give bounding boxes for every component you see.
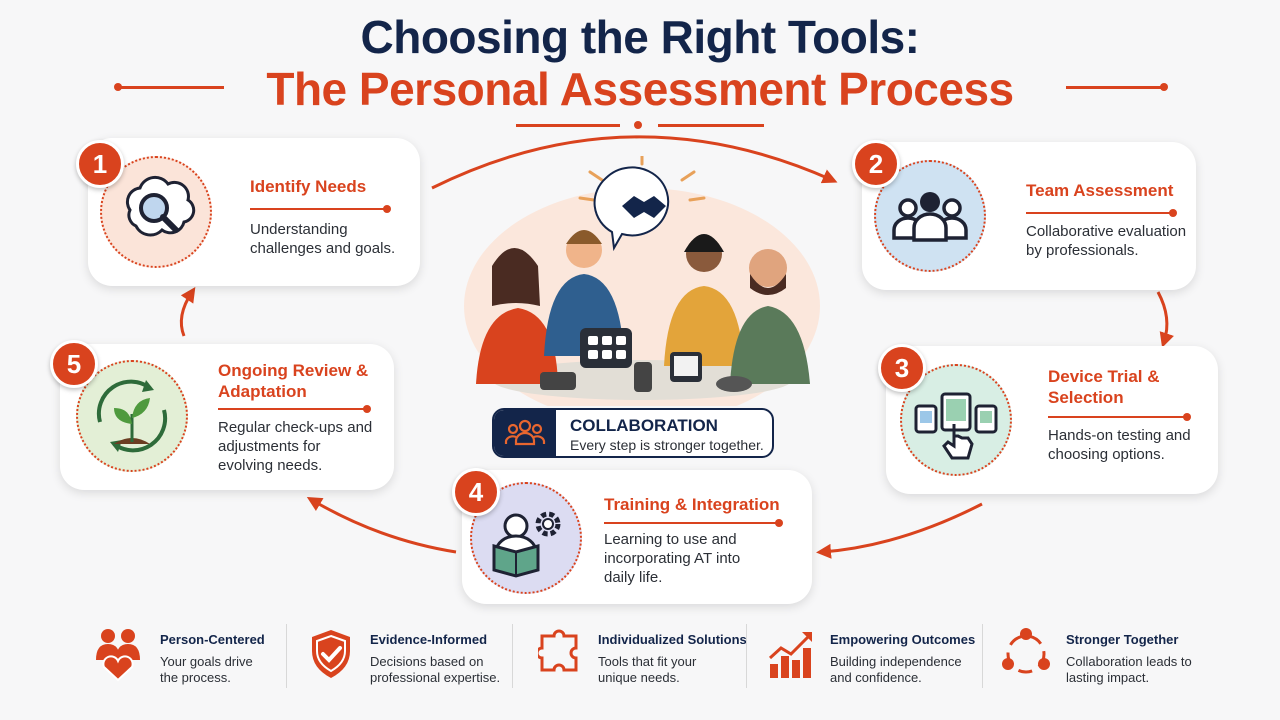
step-number-badge: 2 xyxy=(852,140,900,188)
step-number-badge: 3 xyxy=(878,344,926,392)
title-underline-left xyxy=(516,124,620,127)
title-underline-dot xyxy=(634,121,642,129)
step-desc-line-1: Hands-on testing and xyxy=(1048,427,1191,444)
step-card-ongoing-review: Ongoing Review & Adaptation Regular chec… xyxy=(60,344,394,490)
step-icon-circle xyxy=(76,360,188,472)
arrow-5-to-1 xyxy=(179,287,196,337)
feature-desc-line-2: and confidence. xyxy=(830,670,922,685)
title-rule-right xyxy=(1066,86,1164,89)
team-icon xyxy=(892,192,968,242)
feature-desc-line-1: Tools that fit your xyxy=(598,654,697,669)
step-number-badge: 4 xyxy=(452,468,500,516)
step-desc-line-1: Regular check-ups and xyxy=(218,419,373,436)
step-desc-line-3: daily life. xyxy=(604,569,663,586)
step-divider xyxy=(1026,209,1177,217)
feature-desc-line-2: the process. xyxy=(160,670,231,685)
magnifier-thought-bubble-icon xyxy=(125,175,196,237)
step-desc-line-1: Understanding xyxy=(250,221,348,238)
step-title: Team Assessment xyxy=(1026,181,1174,200)
step-desc-line-2: challenges and goals. xyxy=(250,240,396,257)
feature-desc-line-1: Collaboration leads to xyxy=(1066,654,1192,669)
collaboration-sublabel: Every step is stronger together. xyxy=(570,437,764,453)
arrow-1-to-2 xyxy=(431,135,838,190)
step-title: Training & Integration xyxy=(604,495,780,514)
handshake-icon xyxy=(593,166,670,252)
step-number-badge: 1 xyxy=(76,140,124,188)
feature-title: Empowering Outcomes xyxy=(830,632,976,647)
title-rule-dot xyxy=(1160,83,1168,91)
feature-desc-line-2: professional expertise. xyxy=(370,670,501,685)
step-divider xyxy=(250,205,391,213)
feature-desc-line-2: unique needs. xyxy=(598,670,680,685)
feature-desc-line-1: Building independence xyxy=(830,654,962,669)
people-heart-icon xyxy=(96,629,140,682)
devices-hand-icon xyxy=(914,392,998,460)
collaboration-banner: COLLABORATION Every step is stronger tog… xyxy=(492,408,774,458)
arrow-3-to-4 xyxy=(816,502,983,559)
step-desc-line-2: adjustments for xyxy=(218,438,321,455)
step-title-line-2: Selection xyxy=(1048,388,1124,407)
step-icon-circle xyxy=(874,160,986,272)
feature-separator xyxy=(746,624,747,688)
step-divider xyxy=(218,405,371,413)
step-card-identify-needs: Identify Needs Understanding challenges … xyxy=(88,138,420,286)
step-title: Identify Needs xyxy=(250,177,367,196)
step-desc-line-2: by professionals. xyxy=(1026,242,1139,259)
step-number-badge: 5 xyxy=(50,340,98,388)
step-icon-circle xyxy=(900,364,1012,476)
feature-separator xyxy=(286,624,287,688)
title-rule-left xyxy=(118,86,224,89)
step-desc-line-2: choosing options. xyxy=(1048,446,1165,463)
collaboration-label: COLLABORATION xyxy=(570,416,718,435)
step-desc-line-1: Learning to use and xyxy=(604,531,737,548)
feature-desc-line-1: Decisions based on xyxy=(370,654,484,669)
step-divider xyxy=(1048,413,1191,421)
step-desc-line-2: incorporating AT into xyxy=(604,550,741,567)
step-card-team-assessment: Team Assessment Collaborative evaluation… xyxy=(862,142,1196,290)
step-card-device-trial: Device Trial & Selection Hands-on testin… xyxy=(886,346,1218,494)
step-desc-line-1: Collaborative evaluation xyxy=(1026,223,1187,240)
step-title-line-2: Adaptation xyxy=(218,382,307,401)
feature-title: Person-Centered xyxy=(160,632,265,647)
step-title-line-1: Ongoing Review & xyxy=(218,361,369,380)
reader-gear-icon xyxy=(492,511,561,578)
feature-separator xyxy=(982,624,983,688)
team-collaboration-illustration xyxy=(464,156,820,406)
growth-chart-icon xyxy=(768,632,812,678)
step-divider xyxy=(604,519,783,527)
feature-title: Evidence-Informed xyxy=(370,632,488,647)
title-rule-dot xyxy=(114,83,122,91)
feature-separator xyxy=(512,624,513,688)
feature-title: Individualized Solutions xyxy=(598,632,747,647)
title-underline-right xyxy=(658,124,764,127)
step-title-line-1: Device Trial & xyxy=(1048,367,1160,386)
feature-title: Stronger Together xyxy=(1066,632,1179,647)
feature-desc-line-1: Your goals drive xyxy=(160,654,253,669)
collaboration-icon xyxy=(494,410,556,456)
step-card-training-integration: Training & Integration Learning to use a… xyxy=(462,470,812,604)
arrow-4-to-5 xyxy=(306,496,457,554)
puzzle-icon xyxy=(538,629,578,672)
plant-cycle-icon xyxy=(96,379,168,453)
title-line-2: The Personal Assessment Process xyxy=(266,63,1014,115)
title-line-1: Choosing the Right Tools: xyxy=(360,11,921,63)
arrow-2-to-3 xyxy=(1156,291,1174,348)
feature-desc-line-2: lasting impact. xyxy=(1066,670,1150,685)
network-cycle-icon xyxy=(1002,628,1050,674)
shield-check-icon xyxy=(312,630,350,678)
step-desc-line-3: evolving needs. xyxy=(218,457,323,474)
